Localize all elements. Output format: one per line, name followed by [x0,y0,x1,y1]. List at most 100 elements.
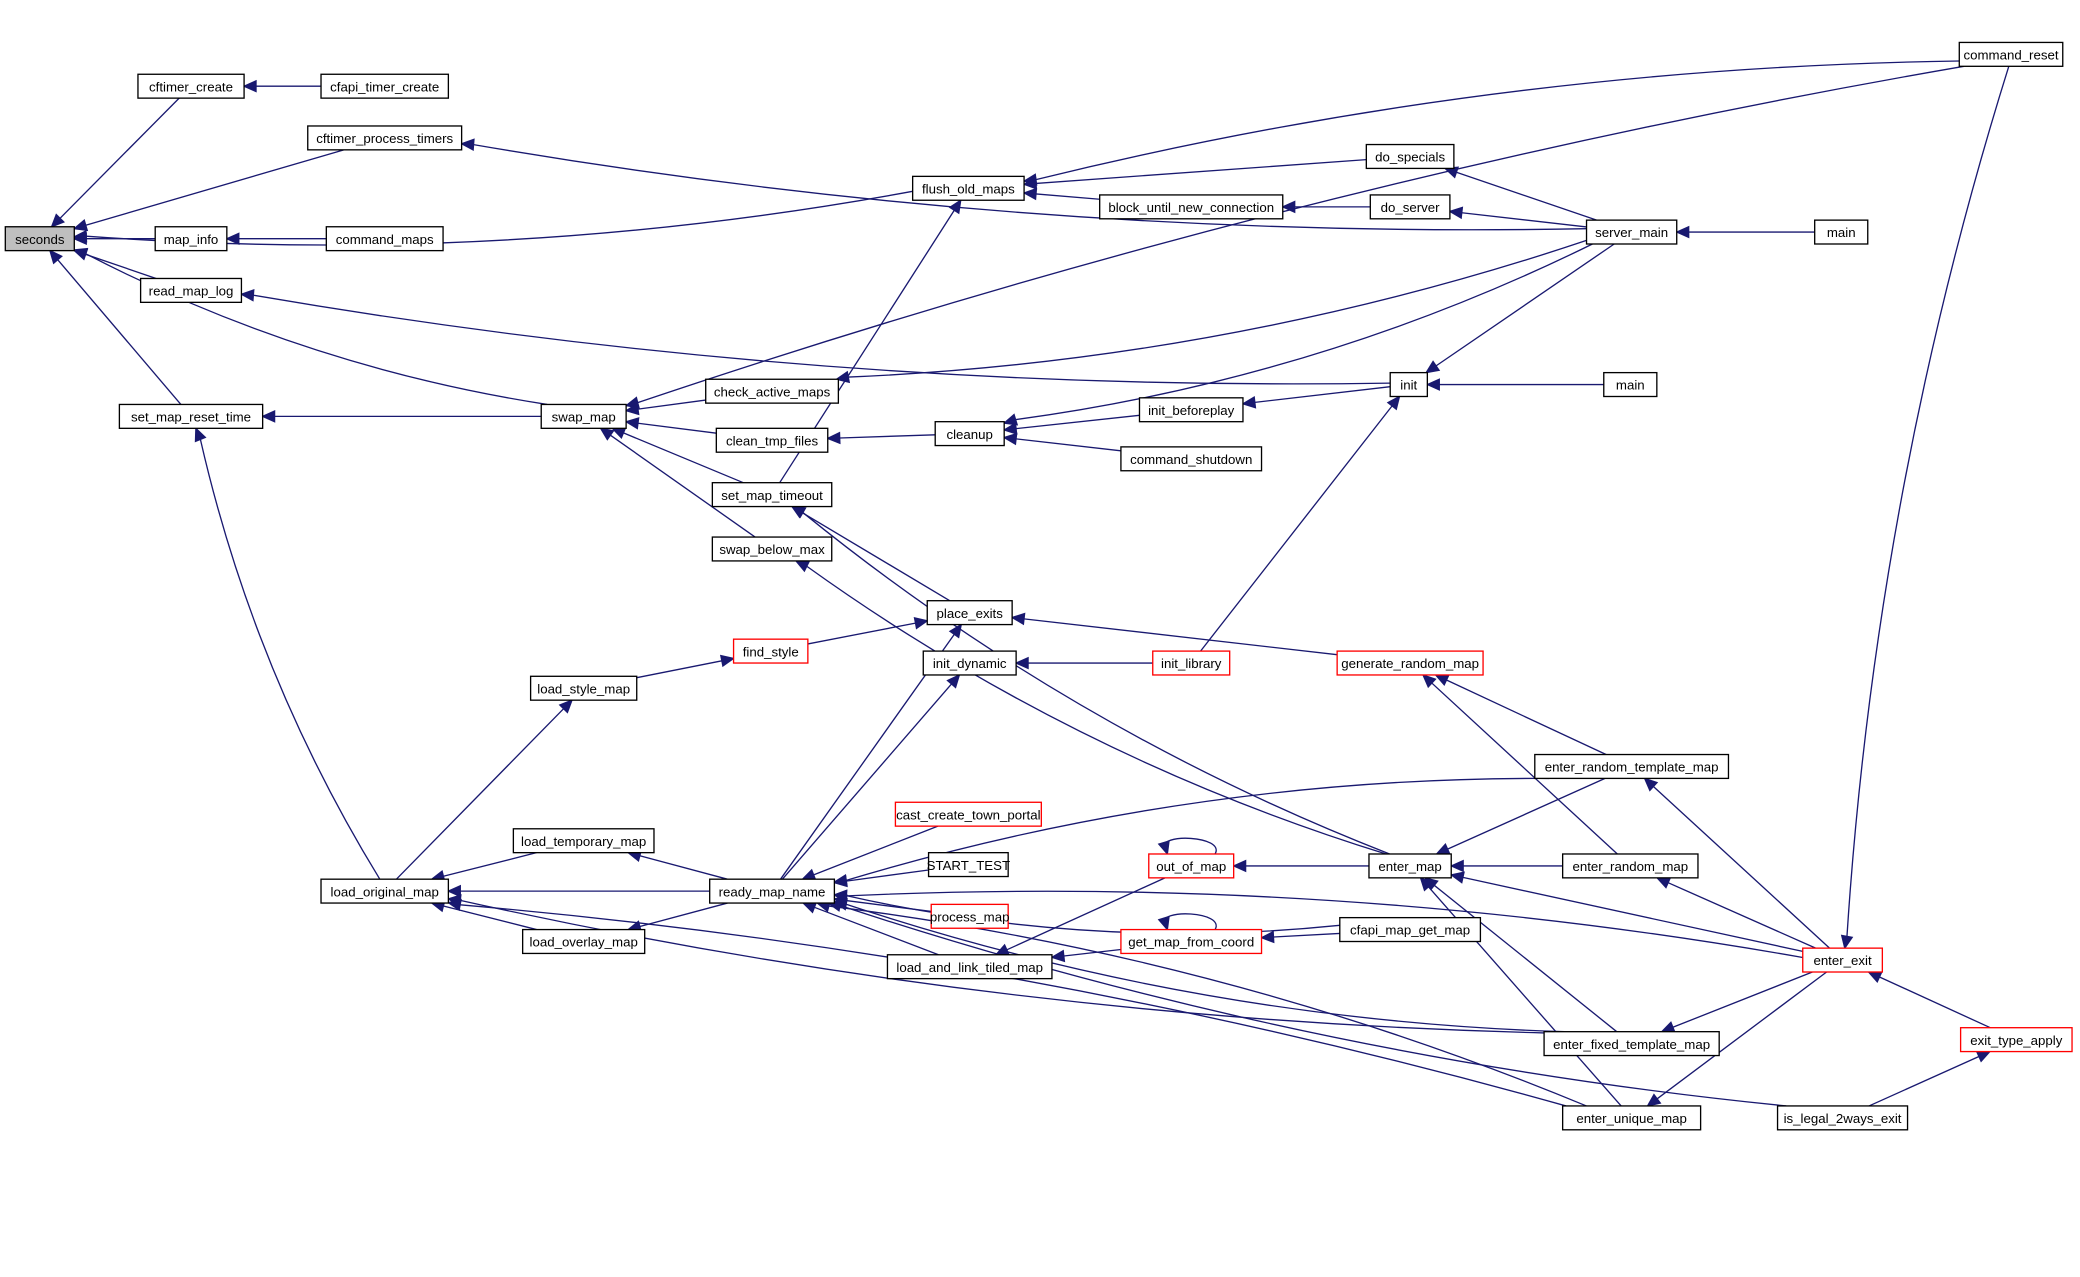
node-box[interactable] [894,801,1042,827]
node-box[interactable] [1148,853,1235,879]
node-box[interactable] [930,903,1009,929]
node-box[interactable] [1120,446,1263,472]
node-cftimer_create[interactable]: cftimer_create [137,73,245,99]
node-cast_create_town_portal[interactable]: cast_create_town_portal [894,801,1042,827]
node-box[interactable] [1603,371,1658,398]
node-box[interactable] [1099,194,1284,220]
node-enter_fixed_template_map[interactable]: enter_fixed_template_map [1543,1031,1720,1057]
node-box[interactable] [1802,947,1884,973]
node-box[interactable] [1814,219,1869,245]
node-box[interactable] [1368,853,1452,879]
node-box[interactable] [709,878,836,904]
node-cfapi_timer_create[interactable]: cfapi_timer_create [320,73,450,99]
node-box[interactable] [1959,1027,2073,1053]
node-enter_random_template_map[interactable]: enter_random_template_map [1534,753,1730,780]
node-swap_map[interactable]: swap_map [540,403,627,429]
node-box[interactable] [911,175,1025,201]
node-set_map_timeout[interactable]: set_map_timeout [711,482,833,508]
node-swap_below_max[interactable]: swap_below_max [711,536,833,562]
node-main1[interactable]: main [1814,219,1869,245]
node-check_active_maps[interactable]: check_active_maps [705,378,840,404]
node-command_reset[interactable]: command_reset [1958,41,2064,67]
node-box[interactable] [139,277,243,304]
node-main2[interactable]: main [1603,371,1658,398]
node-map_info[interactable]: map_info [154,226,228,252]
node-box[interactable] [118,403,264,429]
node-box[interactable] [1339,916,1482,943]
node-load_and_link_tiled_map[interactable]: load_and_link_tiled_map [886,954,1053,980]
node-generate_random_map[interactable]: generate_random_map [1336,650,1484,676]
node-START_TEST[interactable]: START_TEST [927,851,1010,878]
node-server_main[interactable]: server_main [1585,219,1678,245]
node-cfapi_map_get_map[interactable]: cfapi_map_get_map [1339,916,1482,943]
node-load_overlay_map[interactable]: load_overlay_map [521,928,646,955]
node-load_temporary_map[interactable]: load_temporary_map [512,828,655,854]
node-exit_type_apply[interactable]: exit_type_apply [1959,1027,2073,1053]
node-box[interactable] [926,600,1013,626]
node-box[interactable] [886,954,1053,980]
node-get_map_from_coord[interactable]: get_map_from_coord [1120,928,1263,955]
node-box[interactable] [922,650,1017,676]
node-command_shutdown[interactable]: command_shutdown [1120,446,1263,472]
node-ready_map_name[interactable]: ready_map_name [709,878,836,904]
node-box[interactable] [1776,1105,1909,1131]
node-load_style_map[interactable]: load_style_map [529,675,638,701]
node-box[interactable] [1389,371,1429,398]
node-box[interactable] [1561,1105,1702,1131]
node-find_style[interactable]: find_style [732,638,809,664]
node-out_of_map[interactable]: out_of_map [1148,853,1235,879]
node-process_map[interactable]: process_map [930,903,1010,929]
node-box[interactable] [927,851,1009,878]
node-box[interactable] [521,928,646,955]
node-seconds[interactable]: seconds [4,226,75,252]
node-block_until_new_connection[interactable]: block_until_new_connection [1099,194,1284,220]
node-box[interactable] [154,226,228,252]
node-enter_unique_map[interactable]: enter_unique_map [1561,1105,1702,1131]
node-set_map_reset_time[interactable]: set_map_reset_time [118,403,264,429]
node-is_legal_2ways_exit[interactable]: is_legal_2ways_exit [1776,1105,1909,1131]
node-init_library[interactable]: init_library [1152,650,1231,676]
node-enter_map[interactable]: enter_map [1368,853,1452,879]
node-cftimer_process_timers[interactable]: cftimer_process_timers [307,125,463,151]
node-box[interactable] [1365,143,1455,170]
node-place_exits[interactable]: place_exits [926,600,1013,626]
node-box[interactable] [1138,397,1244,423]
node-command_maps[interactable]: command_maps [325,226,444,252]
node-box[interactable] [732,638,809,664]
node-box[interactable] [711,482,833,508]
node-box[interactable] [540,403,627,429]
node-do_specials[interactable]: do_specials [1365,143,1455,170]
node-do_server[interactable]: do_server [1369,194,1451,220]
node-box[interactable] [320,878,450,904]
node-flush_old_maps[interactable]: flush_old_maps [911,175,1025,201]
node-box[interactable] [934,421,1005,447]
node-init_dynamic[interactable]: init_dynamic [922,650,1017,676]
node-box[interactable] [320,73,450,99]
node-box[interactable] [1534,753,1730,780]
node-clean_tmp_files[interactable]: clean_tmp_files [715,427,829,453]
node-cleanup[interactable]: cleanup [934,421,1005,447]
node-box[interactable] [1369,194,1451,220]
node-read_map_log[interactable]: read_map_log [139,277,243,304]
node-box[interactable] [1561,853,1699,879]
node-box[interactable] [1120,928,1263,955]
node-enter_exit[interactable]: enter_exit [1802,947,1884,973]
node-init[interactable]: init [1389,371,1429,398]
node-box[interactable] [1958,41,2064,67]
node-box[interactable] [307,125,463,151]
node-box[interactable] [1336,650,1484,676]
node-box[interactable] [325,226,444,252]
node-box[interactable] [4,226,75,252]
node-box[interactable] [1152,650,1231,676]
node-box[interactable] [715,427,829,453]
node-box[interactable] [512,828,655,854]
node-box[interactable] [1543,1031,1720,1057]
node-box[interactable] [1585,219,1678,245]
node-init_beforeplay[interactable]: init_beforeplay [1138,397,1244,423]
node-enter_random_map[interactable]: enter_random_map [1561,853,1699,879]
node-box[interactable] [529,675,638,701]
node-box[interactable] [711,536,833,562]
node-box[interactable] [137,73,245,99]
node-box[interactable] [705,378,840,404]
node-load_original_map[interactable]: load_original_map [320,878,450,904]
